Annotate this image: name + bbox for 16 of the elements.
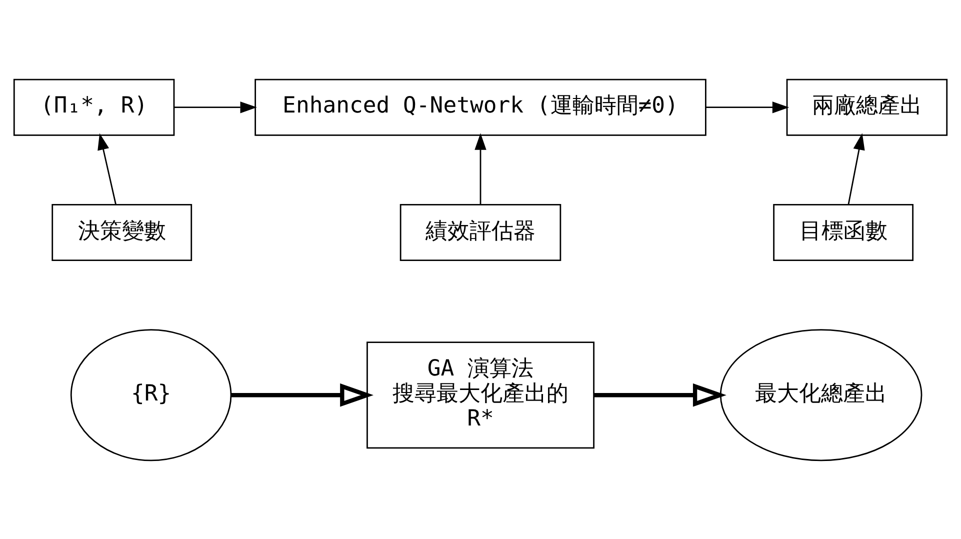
arrow	[474, 132, 486, 204]
node-box: (Π₁*, R)	[13, 78, 175, 136]
node-box: 績效評估器	[400, 203, 562, 260]
node-box: GA 演算法 搜尋最大化產出的 R*	[366, 341, 594, 448]
arrow	[231, 382, 374, 406]
arrow	[594, 382, 726, 406]
node-box: 兩廠總產出	[786, 78, 948, 136]
node-box: 決策變數	[52, 203, 192, 260]
arrow	[174, 101, 257, 113]
arrow	[848, 132, 865, 204]
arrow	[98, 132, 116, 204]
node-box: 目標函數	[773, 203, 914, 260]
arrow	[706, 101, 790, 113]
node-ellipse: {R}	[70, 328, 232, 461]
node-box: Enhanced Q-Network (運輸時間≠0)	[254, 78, 706, 136]
node-ellipse: 最大化總產出	[720, 328, 922, 461]
